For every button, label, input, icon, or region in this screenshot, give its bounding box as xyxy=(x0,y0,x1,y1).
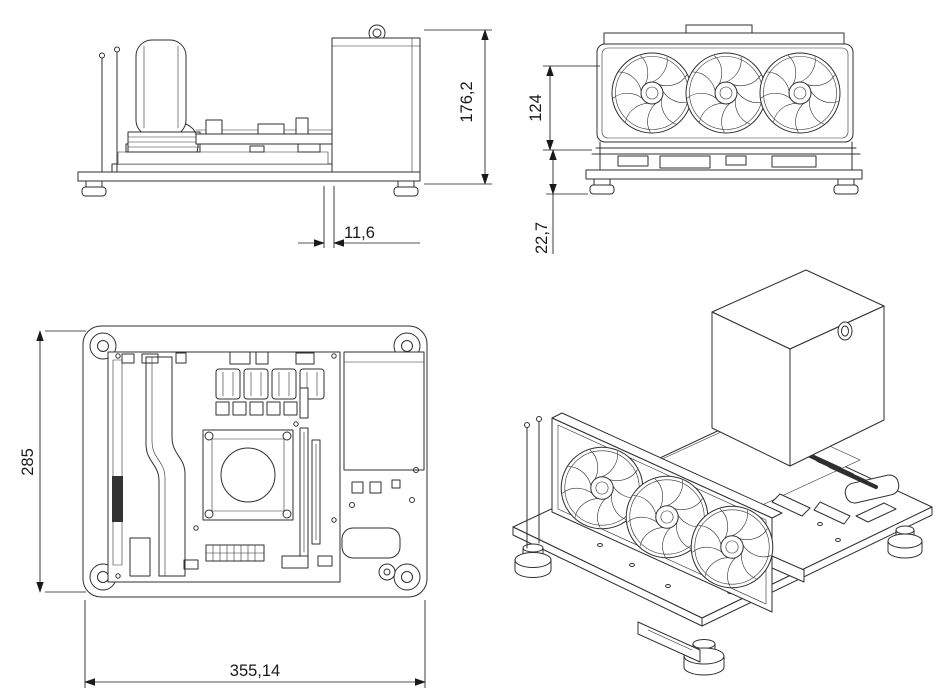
dimension-horizontal-offset: 11,6 xyxy=(298,186,420,248)
dimension-plate-depth: 285 xyxy=(19,330,86,593)
psu-side xyxy=(331,24,421,173)
iso-gpu xyxy=(551,412,805,613)
dim-label-horizontal-offset: 11,6 xyxy=(344,224,375,242)
iso-gpu-fan-3 xyxy=(690,505,774,589)
iso-foot-left xyxy=(514,543,552,578)
foot-right xyxy=(393,180,419,197)
iso-standoff-rods xyxy=(524,416,542,549)
dim-label-plate-width: 355,14 xyxy=(230,662,280,680)
dimension-gpu-height: 124 xyxy=(527,65,600,151)
motherboard-top xyxy=(107,351,341,583)
standoff-rods xyxy=(99,46,120,173)
atx-24pin xyxy=(205,544,265,562)
board-holes xyxy=(115,353,337,579)
foot-left-2 xyxy=(589,178,615,195)
iso-riser xyxy=(637,621,701,663)
gpu-fan-3 xyxy=(759,52,841,134)
dim-label-base-height: 22,7 xyxy=(533,222,551,254)
base-plate-side xyxy=(77,171,421,182)
gpu-top-rail xyxy=(603,32,845,45)
foot-left xyxy=(81,180,107,197)
view-top: 285 355,14 xyxy=(19,325,428,688)
cpu-socket xyxy=(202,429,294,521)
gpu-fan-1 xyxy=(611,52,693,134)
cpu-cooler-side xyxy=(127,39,201,153)
foot-right-2 xyxy=(833,178,859,195)
gpu-side-lowprofile xyxy=(195,117,335,145)
vrm-chokes xyxy=(215,401,298,416)
view-side-elevation: 176,2 11,6 xyxy=(77,24,492,248)
dim-label-overall-height: 176,2 xyxy=(458,81,476,122)
iso-psu-thumbscrew xyxy=(837,321,853,341)
base-plate-side2 xyxy=(585,169,863,180)
psu-bay-top xyxy=(341,351,425,581)
gpu-fan-2 xyxy=(685,52,767,134)
dim-label-gpu-height: 124 xyxy=(527,94,545,122)
dimension-overall-height: 176,2 xyxy=(424,29,492,185)
motherboard-under-gpu xyxy=(591,141,861,171)
view-isometric xyxy=(512,269,933,676)
iso-clip xyxy=(855,502,897,523)
iso-foot-right xyxy=(887,525,923,559)
dim-label-plate-depth: 285 xyxy=(19,448,37,476)
dimension-plate-width: 355,14 xyxy=(84,600,426,688)
dimension-base-height: 22,7 xyxy=(533,149,588,254)
view-side-gpu: 124 22,7 xyxy=(527,24,863,254)
bracket-strip xyxy=(145,356,186,577)
iso-handle-cutout xyxy=(844,474,900,504)
iso-psu xyxy=(711,269,885,467)
